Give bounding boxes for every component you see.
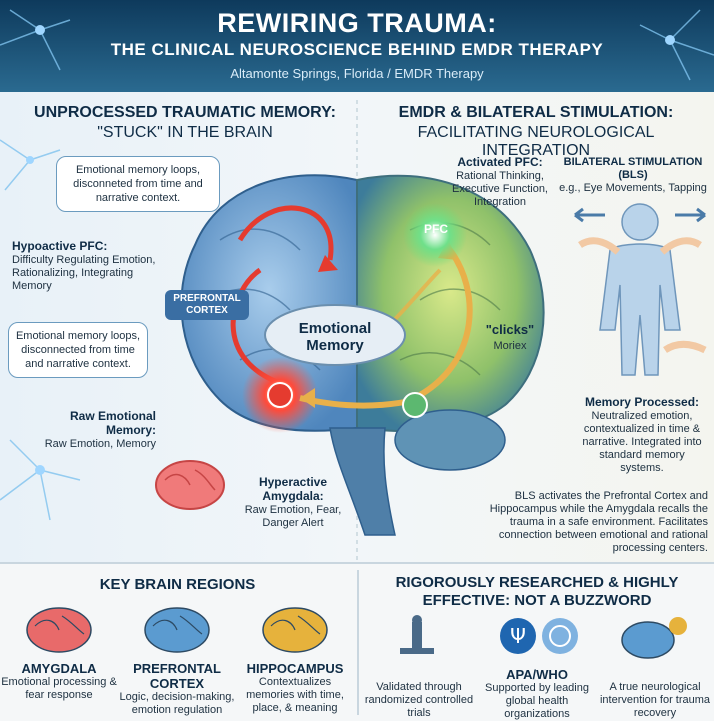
prefrontal-cortex-tag: PREFRONTAL CORTEX bbox=[165, 290, 249, 320]
left-heading: UNPROCESSED TRAUMATIC MEMORY: bbox=[34, 104, 336, 121]
processed-text: Neutralized emotion, contextualized in t… bbox=[582, 410, 702, 474]
research-row: Validated through randomized controlled … bbox=[360, 612, 714, 720]
hypoactive-title: Hypoactive PFC: bbox=[12, 239, 108, 253]
amygdala-label: Hyperactive Amygdala:Raw Emotion, Fear, … bbox=[228, 476, 358, 530]
brain-illustration bbox=[180, 174, 545, 536]
svg-text:Ψ: Ψ bbox=[510, 624, 526, 648]
activated-text: Rational Thinking, Executive Function, I… bbox=[452, 170, 548, 208]
activated-pfc-label: Activated PFC:Rational Thinking, Executi… bbox=[450, 156, 550, 209]
amygdala-node bbox=[267, 382, 293, 408]
clicks-label: "clicks" bbox=[485, 322, 535, 337]
brain-icon bbox=[144, 607, 210, 653]
left-subheading: "STUCK" IN THE BRAIN bbox=[97, 124, 273, 141]
header-banner bbox=[0, 0, 714, 92]
callout-mid: Emotional memory loops, disconnected fro… bbox=[8, 322, 148, 378]
hypoactive-text: Difficulty Regulating Emotion, Rationali… bbox=[12, 254, 156, 292]
hippocampus-node bbox=[402, 392, 428, 418]
loop-arrow-top bbox=[237, 205, 334, 261]
region-desc: Emotional processing & fear response bbox=[1, 676, 117, 701]
raw-text: Raw Emotion, Memory bbox=[44, 438, 156, 450]
processed-title: Memory Processed: bbox=[584, 395, 700, 409]
research-title-2: EFFECTIVE: NOT A BUZZWORD bbox=[422, 592, 652, 609]
emotional-memory-core bbox=[264, 304, 406, 366]
region-name: HIPPOCAMPUS bbox=[246, 661, 344, 676]
apa-who-logo-icon: Ψ bbox=[500, 618, 578, 654]
cerebellum bbox=[394, 409, 506, 471]
hypoactive-pfc-label: Hypoactive PFC:Difficulty Regulating Emo… bbox=[12, 240, 172, 293]
brainstem bbox=[329, 427, 396, 536]
bls-summary: BLS activates the Prefrontal Cortex and … bbox=[489, 490, 708, 554]
region-name: AMYGDALA bbox=[21, 661, 97, 676]
research-desc: Supported by leading global health organ… bbox=[485, 682, 589, 720]
brain-icon bbox=[26, 607, 92, 653]
moriex-label: Moriex bbox=[493, 340, 527, 352]
microscope-icon bbox=[400, 615, 434, 654]
callout-top: Emotional memory loops, disconneted from… bbox=[56, 156, 220, 212]
brain-icon bbox=[262, 607, 328, 653]
pfc-glow bbox=[403, 203, 467, 267]
page-subtitle: THE CLINICAL NEUROSCIENCE BEHIND EMDR TH… bbox=[110, 40, 604, 59]
small-red-brain-icon bbox=[155, 460, 225, 510]
raw-title: Raw Emotional Memory: bbox=[69, 409, 156, 437]
emotional-memory-label: Emotional Memory bbox=[298, 320, 372, 354]
activated-title: Activated PFC: bbox=[457, 155, 543, 169]
bottom-divider bbox=[357, 570, 359, 715]
regions-title: KEY BRAIN REGIONS bbox=[99, 576, 256, 593]
bls-title: BILATERAL STIMULATION (BLS) bbox=[563, 156, 703, 181]
memory-processed-label: Memory Processed:Neutralized emotion, co… bbox=[578, 396, 706, 475]
right-subheading: FACILITATING NEUROLOGICAL INTEGRATION bbox=[417, 124, 655, 159]
raw-memory-label: Raw Emotional Memory:Raw Emotion, Memory bbox=[26, 410, 156, 451]
amygdala-title: Hyperactive Amygdala: bbox=[258, 475, 328, 503]
bls-label: BILATERAL STIMULATION (BLS)e.g., Eye Mov… bbox=[552, 156, 714, 195]
research-desc: A true neurological intervention for tra… bbox=[599, 681, 711, 719]
research-name: APA/WHO bbox=[506, 667, 568, 682]
research-card: Validated through randomized controlled … bbox=[360, 612, 478, 720]
research-card: A true neurological intervention for tra… bbox=[596, 612, 714, 720]
research-title-1: RIGOROUSLY RESEARCHED & HIGHLY bbox=[395, 574, 679, 591]
region-desc: Logic, decision-making, emotion regulati… bbox=[119, 691, 235, 716]
bls-text: e.g., Eye Movements, Tapping bbox=[559, 182, 707, 194]
page-title: REWIRING TRAUMA: bbox=[217, 8, 497, 38]
location-line: Altamonte Springs, Florida / EMDR Therap… bbox=[230, 66, 484, 81]
pfc-glow-label: PFC bbox=[424, 222, 448, 236]
right-heading: EMDR & BILATERAL STIMULATION: bbox=[398, 104, 674, 121]
region-desc: Contextualizes memories with time, place… bbox=[246, 676, 344, 714]
amygdala-text: Raw Emotion, Fear, Danger Alert bbox=[244, 504, 342, 529]
region-name: PREFRONTAL CORTEX bbox=[133, 661, 221, 691]
brain-gear-icon bbox=[621, 617, 687, 659]
bls-figure bbox=[574, 203, 707, 376]
gold-arrow-upper bbox=[418, 248, 473, 398]
research-desc: Validated through randomized controlled … bbox=[364, 681, 474, 719]
